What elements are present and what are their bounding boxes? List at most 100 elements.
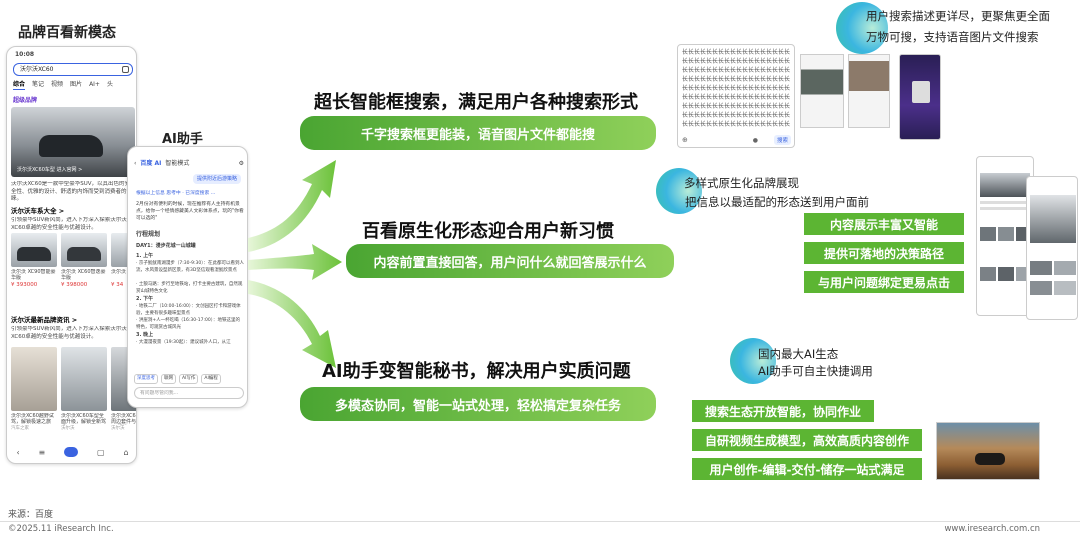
tab-0[interactable]: 综合	[13, 81, 26, 90]
plan-item: · 洪崖洞+人一杯吃喝（16:30-17:00）：地铁这里的特色，可观赏古城风光	[136, 318, 240, 330]
car-name: 沃尔沃 XC90智能豪华版	[11, 269, 56, 281]
tab-2[interactable]: 视频	[51, 81, 64, 88]
plan-title: 行程规划	[136, 231, 161, 238]
news-title: 沃尔沃XC60越野试驾，解锁极速之旅	[11, 413, 54, 425]
source-note: 来源：百度	[8, 510, 54, 520]
news-source: 汽车之家	[11, 426, 29, 431]
heading-3: AI助手变智能秘书，解决用户实质问题	[322, 361, 631, 382]
tool-coding[interactable]: AI编程	[201, 374, 221, 384]
news-source: 沃尔沃	[61, 426, 75, 431]
pill-1: 千字搜索框更能装，语音图片文件都能搜	[300, 116, 656, 150]
brand-badge: 超级品牌	[13, 97, 38, 104]
car-hero-image[interactable]: 沃尔沃XC60车型 进入官网 >	[11, 107, 135, 177]
bubble-3	[730, 338, 776, 384]
mic-icon[interactable]: ●	[752, 137, 758, 144]
plan-day: DAY1：漫步花城一山城罐	[136, 243, 196, 249]
car-name: 沃尔沃 XC60智逸豪华版	[61, 269, 106, 281]
ai-intro: 2月份对有便利的时候，现在推荐有人主持有机景点，给你一个经情感藏美人文彩体系点，…	[136, 202, 244, 221]
plan-item: 2. 下午	[136, 296, 154, 302]
feature-box: 内容展示丰富又智能	[804, 213, 964, 235]
news-card[interactable]: 沃尔沃XC60越野试驾，解锁极速之旅 汽车之家	[11, 347, 57, 433]
ai-brand: 百度 AI	[140, 160, 162, 167]
add-icon[interactable]: ⊕	[682, 136, 688, 144]
ai-thinking[interactable]: 根据以上信息 思考中 · 已深度搜索 ...	[136, 191, 216, 196]
plan-item: · 大漫漫夜景（19:30起）：建议城外人口，从江北……	[136, 340, 231, 345]
voice-search-screen	[899, 54, 941, 140]
tab-3[interactable]: 图片	[70, 81, 83, 88]
camera-icon[interactable]	[122, 66, 129, 73]
arrow-mid	[248, 244, 342, 280]
car-caption[interactable]: 沃尔沃XC60车型 进入官网 >	[17, 167, 83, 173]
ai-input[interactable]: 有问题尽管问我...	[134, 387, 244, 399]
file-search-screen	[848, 54, 890, 128]
news-title: 沃尔沃XC60周边套件与TA解锁	[111, 413, 137, 425]
user-message: 提供附近后游策略	[192, 174, 241, 184]
left-title: 品牌百看新模态	[18, 25, 116, 41]
note-1-line: 用户搜索描述更详尽，更聚焦更全面	[866, 9, 1050, 23]
tab-4[interactable]: AI+	[89, 81, 100, 88]
ai-back-icon[interactable]: ‹	[134, 160, 137, 167]
back-icon[interactable]: ‹	[16, 447, 20, 457]
tab-1[interactable]: 笔记	[32, 81, 45, 88]
search-tabs: 综合 笔记 视频 图片 AI+ 头	[13, 81, 136, 90]
bottom-nav: ‹ ≡ ▢ ⌂	[7, 445, 136, 459]
ai-mode[interactable]: 智能模式	[165, 160, 190, 167]
section-news[interactable]: 沃尔沃最新品牌资讯 >	[11, 316, 78, 324]
bubble-1	[836, 2, 888, 54]
search-query: 沃尔沃XC60	[20, 66, 54, 73]
search-button[interactable]: 搜索	[773, 135, 791, 145]
car-card[interactable]: 沃尔沃 XC60智逸豪华版 ¥ 398000	[61, 233, 107, 329]
ai-toolbar: 深度思考 联网 AI写作 AI编程	[134, 374, 244, 384]
car-price: ¥ 34	[111, 282, 124, 288]
car-card[interactable]: 沃尔沃 XC90智能豪华版 ¥ 393000	[11, 233, 57, 329]
home-icon[interactable]: ⌂	[123, 447, 129, 457]
feature-box: 提供可落地的决策路径	[804, 242, 964, 264]
section-series-desc: 引领豪华SUV新风尚，进入下方深入探索沃尔沃XC60卓越的安全性能与优越设计。	[11, 217, 127, 231]
note-3: 国内最大AI生态 AI助手可自主快捷调用	[758, 346, 873, 380]
car-price: ¥ 398000	[61, 282, 88, 288]
news-list: 沃尔沃XC60越野试驾，解锁极速之旅 汽车之家 沃尔沃XC60车型全面升级，解锁…	[11, 347, 137, 439]
tool-deep-think[interactable]: 深度思考	[134, 374, 158, 384]
ai-more-icon[interactable]: ⚙	[238, 160, 244, 167]
note-3-line: 国内最大AI生态	[758, 347, 839, 361]
car-price: ¥ 393000	[11, 282, 38, 288]
news-source: 沃尔沃	[111, 426, 125, 431]
mic-icon[interactable]	[64, 447, 79, 457]
news-title: 沃尔沃XC60车型全面升级，解锁全新驾乘	[61, 413, 107, 425]
car-desc: 沃尔沃XC60是一款中型豪华SUV，以其出色的安全性、优雅的设计、舒适的内饰而受…	[11, 181, 133, 202]
note-2-line: 把信息以最适配的形态送到用户面前	[685, 195, 869, 209]
pill-2: 内容前置直接回答，用户问什么就回答展示什么	[346, 244, 674, 278]
tool-writing[interactable]: AI写作	[179, 374, 199, 384]
section-series[interactable]: 沃尔沃车系大全 >	[11, 207, 65, 215]
menu-icon[interactable]: ≡	[38, 447, 46, 457]
news-card[interactable]: 沃尔沃XC60车型全面升级，解锁全新驾乘 沃尔沃	[61, 347, 107, 433]
section-news-desc: 引领豪华SUV新风尚，进入下方深入探索沃尔沃XC60卓越的安全性能与优越设计。	[11, 326, 127, 340]
site-url[interactable]: www.iresearch.com.cn	[944, 524, 1040, 534]
heading-1: 超长智能框搜索，满足用户各种搜索形式	[314, 92, 638, 113]
car-name: 沃尔沃	[111, 269, 127, 275]
tabs-icon[interactable]: ▢	[97, 447, 105, 457]
search-input[interactable]: 沃尔沃XC60	[13, 63, 133, 76]
plan-item: · 土狼马路：步行至地铁站，打卡主要古建筑，自然观赏山城特色文化	[136, 282, 243, 294]
note-2-line: 多样式原生化品牌展现	[684, 176, 799, 190]
plan-item: 3. 晚上	[136, 332, 154, 338]
search-fill-text: 长长长长长长长长长长长长长长长长长长长长长长长长长长长长长长长长长长长长长长长长…	[682, 49, 791, 128]
image-search-screen	[800, 54, 844, 128]
plan-items: 1. 上午 · 京子鱿鱿南湖漫步（7:30-9:30）：在此都可以看到人流，水风…	[136, 252, 244, 370]
phone-time: 10:08	[15, 51, 35, 58]
arrow-down	[248, 280, 336, 368]
bubble-2	[656, 168, 702, 214]
note-2: 多样式原生化品牌展现 把信息以最适配的形态送到用户面前	[684, 175, 869, 211]
heading-2: 百看原生化形态迎合用户新习惯	[362, 221, 614, 242]
ecosystem-box: 用户创作-编辑-交付-储存一站式满足	[692, 458, 922, 480]
brand-screen-2	[1026, 176, 1078, 320]
ecosystem-box: 搜索生态开放智能，协同作业	[692, 400, 874, 422]
feature-box: 与用户问题绑定更易点击	[804, 271, 964, 293]
note-1-line: 万物可搜，支持语音图片文件搜索	[866, 30, 1039, 44]
copyright: ©2025.11 iResearch Inc.	[8, 524, 114, 534]
tab-5[interactable]: 头	[106, 81, 113, 88]
arrows	[248, 160, 342, 368]
tool-web[interactable]: 联网	[161, 374, 176, 384]
long-search-box[interactable]: 长长长长长长长长长长长长长长长长长长长长长长长长长长长长长长长长长长长长长长长长…	[677, 44, 795, 148]
